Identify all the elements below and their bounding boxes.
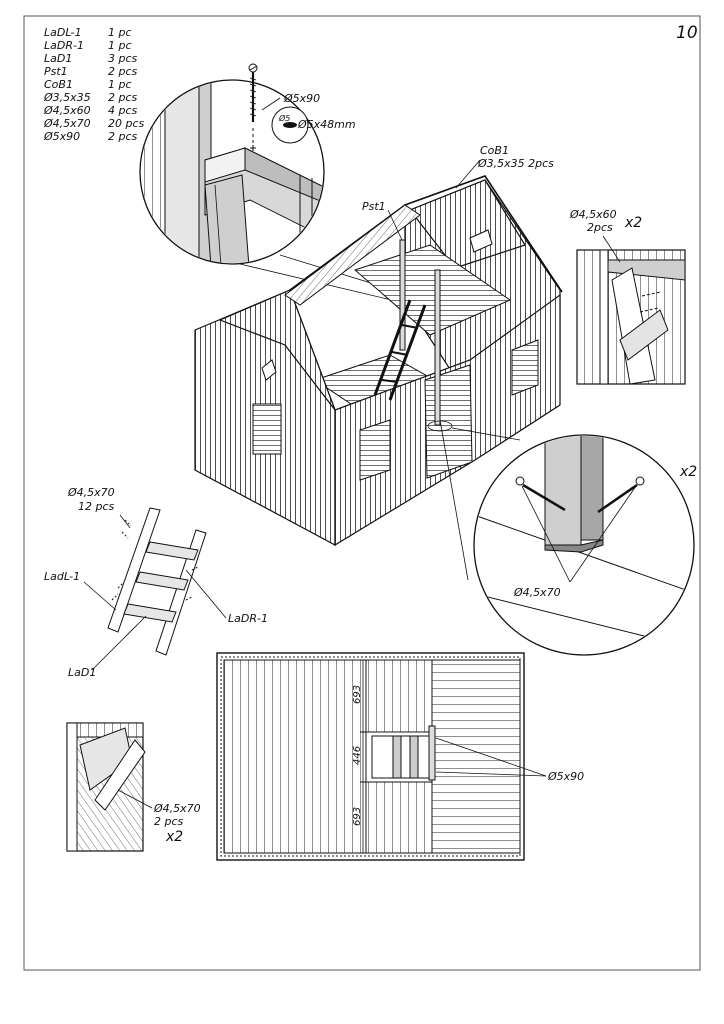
screw-left-icon: [515, 476, 566, 512]
part-qty: 1 pc: [108, 26, 132, 39]
part-code: Ø3,5x35: [43, 91, 91, 104]
ladder-rung-2: [135, 571, 189, 591]
ladder-left-rail-label: LadL-1: [44, 570, 80, 583]
part-code: LaDL-1: [44, 26, 82, 39]
floor-plan: 693 446 693 Ø5x90: [216, 652, 584, 861]
part-code: CoB1: [44, 78, 73, 91]
detail-top-drill-label: Ø5x48mm: [297, 118, 356, 131]
part-qty: 1 pc: [108, 78, 132, 91]
detail-circle-right: Ø4,5x70 x2: [473, 434, 697, 656]
post-closeup: [544, 436, 582, 546]
ladder-assembly: Ø4,5x70 12 pcs LadL-1 LaDR-1 LaD1: [44, 486, 268, 679]
screw-icon: [248, 63, 258, 151]
ladder-right-rail-label: LaDR-1: [228, 612, 268, 625]
plan-dim-top: 693: [352, 685, 363, 704]
ladder-rung-1: [145, 541, 199, 561]
detail-right-top-screw: Ø4,5x60: [569, 208, 617, 221]
detail-bottom-left-count: 2 pcs: [154, 815, 184, 828]
plan-screw: Ø5x90: [547, 770, 584, 783]
part-qty: 2 pcs: [108, 91, 138, 104]
screw-right-icon: [597, 476, 645, 514]
ladder-rung-3: [123, 603, 177, 623]
door-opening: [424, 364, 473, 479]
house-cob-label: CoB1: [480, 144, 509, 157]
detail-circle-right-screw: Ø4,5x70: [513, 586, 561, 599]
detail-circle-right-mult: x2: [679, 464, 697, 480]
part-qty: 3 pcs: [108, 52, 138, 65]
detail-top-drill-small: Ø5: [278, 113, 290, 123]
house-cob-screw: Ø3,5x35 2pcs: [477, 157, 554, 170]
detail-bottom-left-mult: x2: [165, 829, 183, 845]
part-qty: 1 pc: [108, 39, 132, 52]
page-number: 10: [676, 23, 698, 43]
part-code: Ø4,5x70: [43, 117, 91, 130]
window-left: [252, 403, 282, 455]
ladder-screw: Ø4,5x70: [67, 486, 115, 499]
detail-bottom-left-screw: Ø4,5x70: [153, 802, 201, 815]
part-code: Pst1: [44, 65, 68, 78]
part-qty: 4 pcs: [108, 104, 138, 117]
detail-box-bottom-left: Ø4,5x70 2 pcs x2: [66, 722, 201, 852]
part-code: Ø4,5x60: [43, 104, 91, 117]
part-qty: 20 pcs: [108, 117, 145, 130]
vent-left: [261, 359, 277, 381]
ladder-count: 12 pcs: [78, 500, 115, 513]
part-code: LaDR-1: [44, 39, 84, 52]
part-code: Ø5x90: [43, 130, 80, 143]
page-frame: [23, 15, 701, 971]
post-pst1-a: [399, 239, 406, 351]
house-isometric: CoB1 Ø3,5x35 2pcs Pst1: [194, 144, 563, 547]
detail-top-screw-label: Ø5x90: [283, 92, 320, 105]
plan-dim-bottom: 693: [352, 807, 363, 826]
vent-top: [469, 229, 493, 253]
detail-right-top-count: 2pcs: [587, 221, 613, 234]
post-pst1-b: [434, 269, 441, 426]
ladder-in-house: [373, 299, 427, 401]
detail-box-right-top: Ø4,5x60 2pcs x2: [569, 208, 686, 385]
ladder-left-rail: [107, 507, 161, 633]
window-right: [511, 339, 539, 396]
ladder-rung-label: LaD1: [68, 666, 96, 679]
detail-right-top-mult: x2: [624, 215, 642, 231]
part-qty: 2 pcs: [108, 130, 138, 143]
house-post-label: Pst1: [362, 200, 386, 213]
part-code: LaD1: [44, 52, 72, 65]
part-qty: 2 pcs: [108, 65, 138, 78]
detail-circle-top: Ø5x90 Ø5 Ø5x48mm: [139, 63, 356, 265]
window-front: [359, 419, 391, 481]
plan-dim-mid: 446: [352, 746, 363, 765]
